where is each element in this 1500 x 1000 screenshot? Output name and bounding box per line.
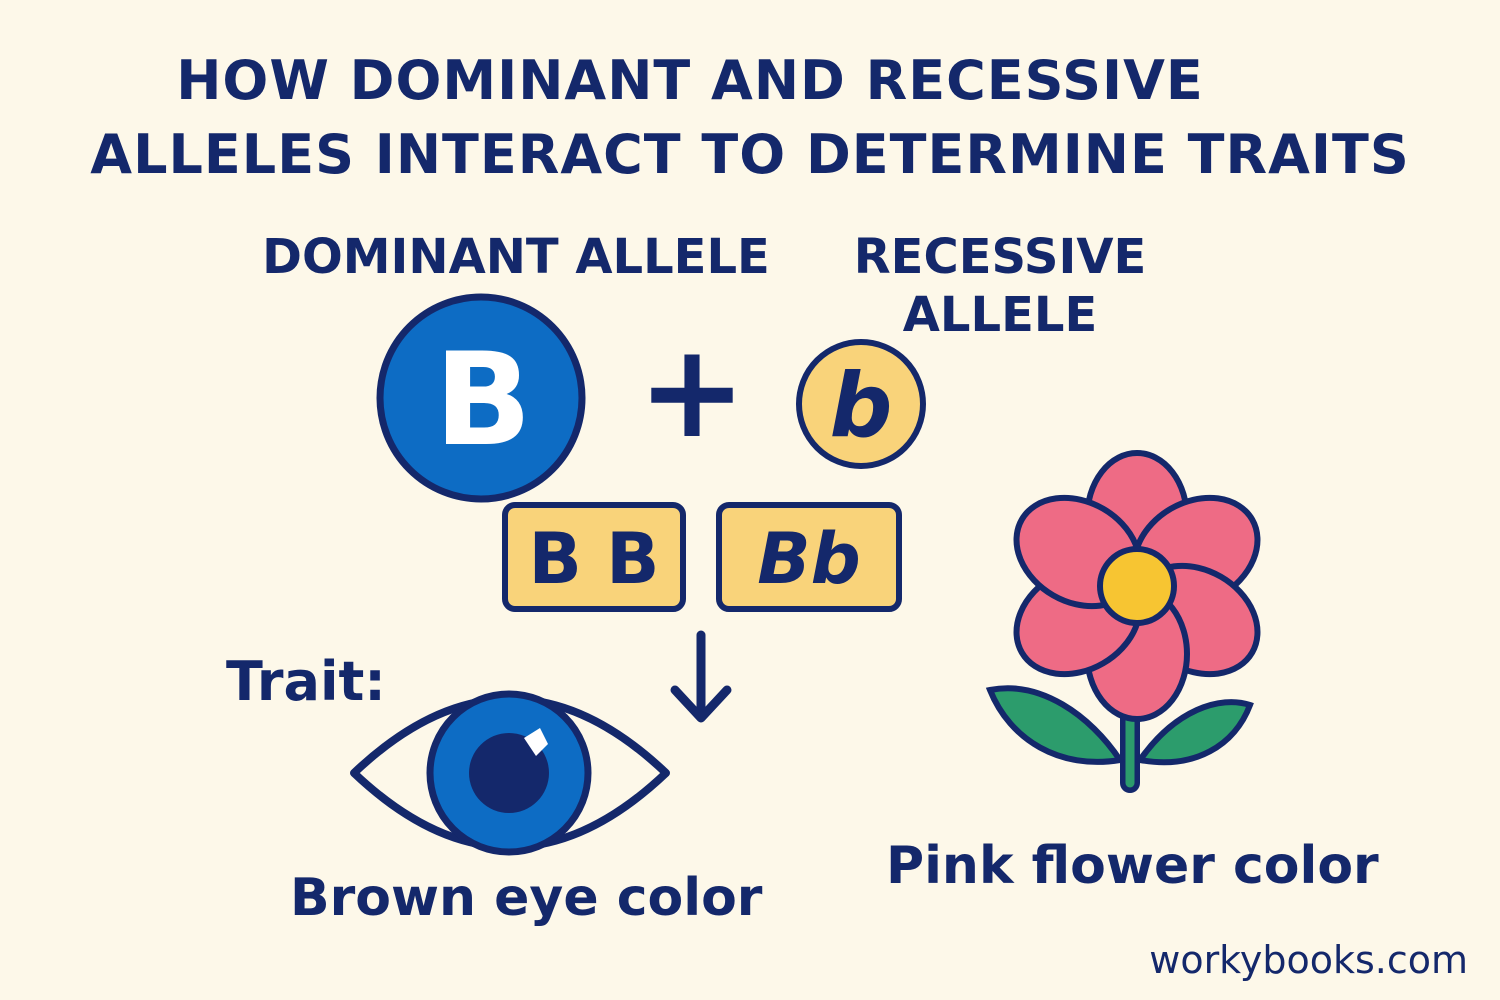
eye-trait-caption: Brown eye color (290, 868, 763, 928)
arrow-down-icon (670, 630, 732, 723)
genotype-box-bb-hetero: Bb (716, 502, 902, 612)
title-line-2: ALLELES INTERACT TO DETERMINE TRAITS (90, 123, 1410, 186)
trait-label: Trait: (226, 650, 386, 713)
eye-icon (350, 690, 670, 856)
genotype-label-hetero: Bb (757, 518, 860, 600)
title-line-1: HOW DOMINANT AND RECESSIVE (176, 49, 1204, 112)
genotype-label-bb: B B (528, 518, 659, 600)
recessive-allele-letter: b (830, 354, 893, 457)
flower-trait-caption: Pink flower color (886, 836, 1379, 896)
recessive-label-line-2: ALLELE (902, 287, 1098, 343)
recessive-allele-label: RECESSIVE ALLELE (820, 228, 1180, 344)
genotype-box-bb: B B (502, 502, 686, 612)
page-title: HOW DOMINANT AND RECESSIVE ALLELES INTER… (0, 44, 1500, 192)
recessive-allele-circle: b (796, 339, 926, 469)
dominant-allele-label: DOMINANT ALLELE (262, 229, 770, 285)
site-credit: workybooks.com (1149, 938, 1468, 982)
plus-operator: + (638, 315, 747, 467)
flower-icon (985, 450, 1261, 793)
dominant-allele-letter: B (434, 326, 532, 475)
recessive-label-line-1: RECESSIVE (853, 229, 1147, 285)
dominant-allele-circle: B (376, 293, 586, 503)
